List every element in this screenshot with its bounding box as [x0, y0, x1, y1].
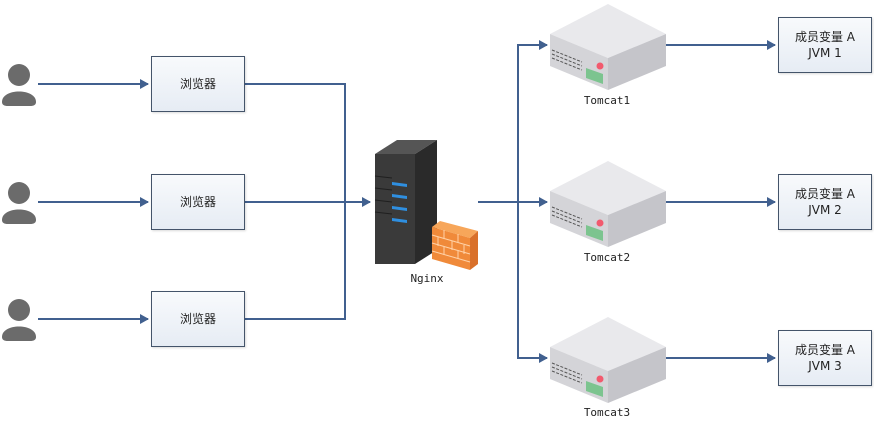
link-browser1-nginx [245, 83, 346, 202]
tomcat-label: Tomcat3 [583, 406, 631, 419]
jvm-node: 成员变量 A JVM 3 [778, 330, 872, 386]
jvm-name-label: JVM 2 [808, 203, 842, 217]
browser-node: 浏览器 [151, 174, 245, 230]
jvm-variable-label: 成员变量 A [794, 187, 856, 201]
link-nginx-tomcat3 [517, 202, 548, 363]
jvm-name-label: JVM 3 [808, 359, 842, 373]
person-icon [2, 299, 36, 341]
browser-label: 浏览器 [179, 77, 216, 91]
jvm-name-label: JVM 1 [808, 46, 842, 60]
server-box-icon [550, 317, 666, 403]
nginx-label: Nginx [410, 272, 444, 285]
jvm-node: 成员变量 A JVM 2 [778, 174, 872, 230]
server-box-icon [550, 4, 666, 90]
server-box-icon [550, 161, 666, 247]
jvm-variable-label: 成员变量 A [794, 30, 856, 44]
tomcat-label: Tomcat2 [583, 251, 631, 264]
jvm-variable-label: 成员变量 A [794, 343, 856, 357]
tomcat-label: Tomcat1 [583, 94, 631, 107]
browser-node: 浏览器 [151, 56, 245, 112]
link-browser3-nginx [245, 202, 346, 320]
browser-label: 浏览器 [179, 195, 216, 209]
person-icon [2, 182, 36, 224]
browser-node: 浏览器 [151, 291, 245, 347]
browser-label: 浏览器 [179, 312, 216, 326]
person-icon [2, 64, 36, 106]
link-nginx-tomcat1 [517, 40, 548, 202]
server-firewall-icon [374, 140, 478, 270]
jvm-node: 成员变量 A JVM 1 [778, 17, 872, 73]
